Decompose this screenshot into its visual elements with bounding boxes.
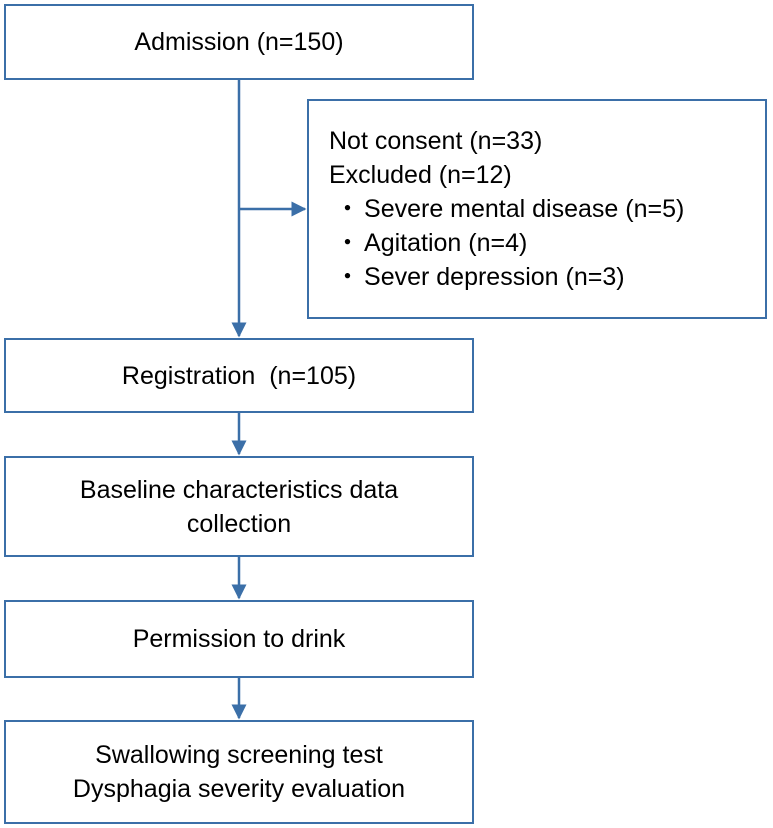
excluded-label: Excluded (n=12) [329, 161, 512, 189]
bullet-icon: ・ [335, 229, 361, 257]
screening-box: Swallowing screening test Dysphagia seve… [4, 720, 474, 824]
exclusion-item: ・Severe mental disease (n=5) [329, 192, 684, 226]
registration-label: Registration (n=105) [121, 361, 357, 390]
exclusion-item-label: Agitation (n=4) [364, 229, 528, 257]
permission-box: Permission to drink [4, 600, 474, 678]
exclusion-item: ・Sever depression (n=3) [329, 260, 625, 294]
screening-label-line2: Dysphagia severity evaluation [72, 775, 406, 803]
exclusion-item-label: Sever depression (n=3) [364, 263, 625, 291]
exclusion-item-label: Severe mental disease (n=5) [364, 195, 685, 223]
screening-label-line1: Swallowing screening test [95, 741, 383, 769]
registration-box: Registration (n=105) [4, 338, 474, 413]
exclusion-box: Not consent (n=33) Excluded (n=12) ・Seve… [307, 99, 767, 319]
baseline-label-line1: Baseline characteristics data [79, 475, 399, 504]
exclusion-item: ・Agitation (n=4) [329, 226, 527, 260]
admission-box: Admission (n=150) [4, 4, 474, 80]
baseline-label-line2: collection [186, 509, 292, 538]
admission-label: Admission (n=150) [134, 28, 344, 56]
bullet-icon: ・ [335, 195, 361, 223]
not-consent-label: Not consent (n=33) [329, 127, 543, 155]
bullet-icon: ・ [335, 263, 361, 291]
baseline-box: Baseline characteristics data collection [4, 456, 474, 557]
permission-label: Permission to drink [132, 625, 346, 653]
